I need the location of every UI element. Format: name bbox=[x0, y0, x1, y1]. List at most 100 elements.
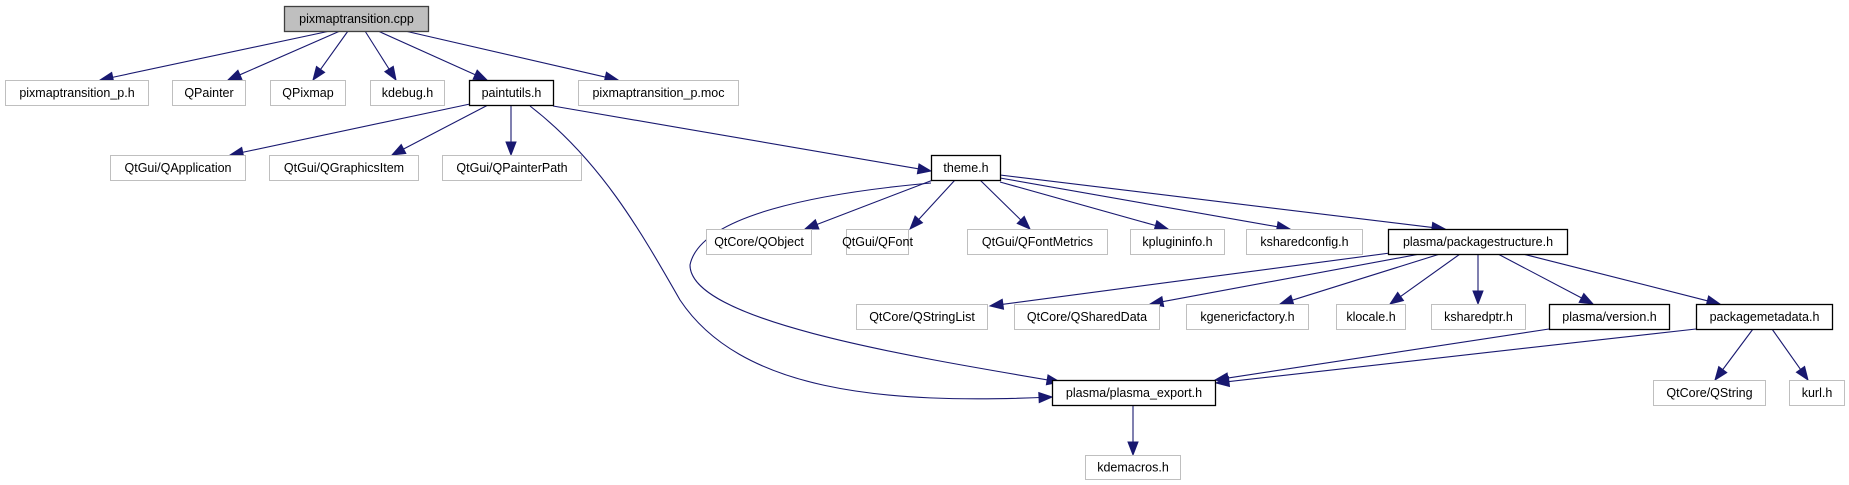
node-label: theme.h bbox=[943, 161, 988, 175]
node-version-h[interactable]: plasma/version.h bbox=[1548, 303, 1671, 331]
edge-packagestructure-h-to-qshareddata-line bbox=[1161, 253, 1421, 303]
node-kplugininfo-h: kplugininfo.h bbox=[1130, 229, 1225, 255]
edge-paintutils-h-to-qgraphicsitem-line bbox=[402, 104, 489, 150]
node-box bbox=[1695, 303, 1834, 331]
node-box bbox=[110, 155, 246, 181]
edge-packagestructure-h-to-packagemetadata-h bbox=[1522, 253, 1722, 307]
node-box bbox=[442, 155, 582, 181]
node-packagestructure-h[interactable]: plasma/packagestructure.h bbox=[1387, 228, 1569, 256]
node-box bbox=[846, 229, 909, 255]
edge-paintutils-h-to-theme-h-arrowhead bbox=[916, 163, 933, 175]
node-qstringlist: QtCore/QStringList bbox=[856, 304, 988, 330]
node-box bbox=[1789, 380, 1845, 406]
node-ksharedptr-h: ksharedptr.h bbox=[1431, 304, 1526, 330]
edge-packagestructure-h-to-kgenericfactory-h-arrowhead bbox=[1278, 294, 1295, 306]
node-box bbox=[269, 155, 419, 181]
edge-theme-h-to-qfont-line bbox=[917, 179, 956, 221]
edge-packagestructure-h-to-kgenericfactory-h-line bbox=[1291, 253, 1441, 301]
edge-paintutils-h-to-plasma-export-h-arrowhead bbox=[1038, 391, 1054, 404]
node-label: QPixmap bbox=[282, 86, 333, 100]
node-label: plasma/packagestructure.h bbox=[1403, 235, 1553, 249]
node-paintutils-h[interactable]: paintutils.h bbox=[468, 79, 555, 107]
edge-packagestructure-h-to-version-h-line bbox=[1497, 253, 1583, 299]
edge-root-to-qpainter-arrowhead bbox=[226, 69, 243, 81]
node-label: kplugininfo.h bbox=[1142, 235, 1212, 249]
node-label: QPainter bbox=[184, 86, 233, 100]
edge-packagestructure-h-to-ksharedptr-h-arrowhead bbox=[1472, 290, 1484, 306]
node-box bbox=[706, 229, 812, 255]
node-label: QtGui/QApplication bbox=[125, 161, 232, 175]
node-label: QtCore/QObject bbox=[714, 235, 804, 249]
node-label: QtGui/QPainterPath bbox=[456, 161, 567, 175]
edge-root-to-paintutils-h-arrowhead bbox=[472, 69, 489, 81]
edge-theme-h-to-qobject bbox=[803, 179, 934, 230]
edge-theme-h-to-packagestructure-h bbox=[999, 174, 1447, 234]
edge-root-to-qpainter-line bbox=[238, 30, 341, 76]
node-box bbox=[468, 79, 555, 107]
edge-root-to-paintutils-h bbox=[377, 30, 489, 81]
node-qshareddata: QtCore/QSharedData bbox=[1014, 304, 1160, 330]
node-label: ksharedptr.h bbox=[1444, 310, 1513, 324]
node-label: pixmaptransition_p.h bbox=[19, 86, 134, 100]
node-box bbox=[283, 5, 430, 33]
node-label: plasma/version.h bbox=[1562, 310, 1657, 324]
node-label: QtGui/QGraphicsItem bbox=[284, 161, 404, 175]
edge-packagestructure-h-to-qshareddata bbox=[1148, 253, 1421, 308]
node-label: kurl.h bbox=[1802, 386, 1833, 400]
node-box bbox=[1130, 229, 1225, 255]
edge-packagemetadata-h-to-qstring-line bbox=[1721, 328, 1754, 371]
edge-paintutils-h-to-qapplication-line bbox=[241, 103, 471, 154]
node-label: QtGui/QFontMetrics bbox=[982, 235, 1093, 249]
edge-packagemetadata-h-to-kurl-h bbox=[1771, 328, 1809, 382]
node-qgraphicsitem: QtGui/QGraphicsItem bbox=[269, 155, 419, 181]
node-box bbox=[856, 304, 988, 330]
node-box bbox=[930, 154, 1002, 182]
node-qpixmap: QPixmap bbox=[270, 80, 346, 106]
node-kgenericfactory-h: kgenericfactory.h bbox=[1186, 304, 1309, 330]
edge-theme-h-to-plasma-export-h bbox=[689, 182, 1062, 386]
node-pixmaptransition-p-moc: pixmaptransition_p.moc bbox=[578, 80, 739, 106]
node-label: pixmaptransition_p.moc bbox=[592, 86, 724, 100]
edge-theme-h-to-qfont bbox=[909, 179, 956, 231]
edge-paintutils-h-to-qpainterpath bbox=[505, 105, 517, 157]
node-root[interactable]: pixmaptransition.cpp bbox=[283, 5, 430, 33]
node-qpainterpath: QtGui/QPainterPath bbox=[442, 155, 582, 181]
edge-packagestructure-h-to-klocale-h bbox=[1388, 253, 1461, 305]
node-box bbox=[1387, 228, 1569, 256]
node-kdebug-h: kdebug.h bbox=[370, 80, 445, 106]
node-packagemetadata-h[interactable]: packagemetadata.h bbox=[1695, 303, 1834, 331]
node-label: paintutils.h bbox=[482, 86, 542, 100]
node-box bbox=[1548, 303, 1671, 331]
node-box bbox=[1336, 304, 1406, 330]
node-label: ksharedconfig.h bbox=[1260, 235, 1348, 249]
node-box bbox=[172, 80, 246, 106]
node-box bbox=[578, 80, 739, 106]
node-label: pixmaptransition.cpp bbox=[299, 12, 414, 26]
edge-packagestructure-h-to-klocale-h-line bbox=[1399, 253, 1461, 298]
node-box bbox=[370, 80, 445, 106]
node-label: kdemacros.h bbox=[1097, 461, 1169, 475]
node-qfontmetrics: QtGui/QFontMetrics bbox=[967, 229, 1108, 255]
edge-root-to-pixmaptransition-p-moc bbox=[404, 30, 620, 83]
edge-packagemetadata-h-to-kurl-h-line bbox=[1771, 328, 1802, 371]
node-label: QtCore/QStringList bbox=[869, 310, 975, 324]
edge-packagestructure-h-to-version-h-arrowhead bbox=[1578, 292, 1595, 305]
node-label: QtGui/QFont bbox=[842, 235, 913, 249]
edge-root-to-pixmaptransition-p-h bbox=[98, 30, 331, 83]
edge-paintutils-h-to-plasma-export-h bbox=[529, 105, 1054, 404]
edge-root-to-pixmaptransition-p-h-line bbox=[111, 30, 331, 79]
node-kurl-h: kurl.h bbox=[1789, 380, 1845, 406]
node-box bbox=[5, 80, 149, 106]
node-theme-h[interactable]: theme.h bbox=[930, 154, 1002, 182]
node-label: klocale.h bbox=[1346, 310, 1395, 324]
node-qpainter: QPainter bbox=[172, 80, 246, 106]
edge-version-h-to-plasma-export-h bbox=[1213, 328, 1550, 384]
edge-theme-h-to-ksharedconfig-h-line bbox=[999, 177, 1279, 228]
node-plasma-export-h[interactable]: plasma/plasma_export.h bbox=[1051, 379, 1217, 407]
edge-root-to-paintutils-h-line bbox=[377, 30, 477, 76]
edge-packagestructure-h-to-klocale-h-arrowhead bbox=[1388, 291, 1405, 305]
edge-theme-h-to-qfont-arrowhead bbox=[909, 215, 924, 231]
edge-version-h-to-plasma-export-h-line bbox=[1226, 328, 1550, 379]
edge-packagestructure-h-to-packagemetadata-h-line bbox=[1522, 253, 1709, 302]
